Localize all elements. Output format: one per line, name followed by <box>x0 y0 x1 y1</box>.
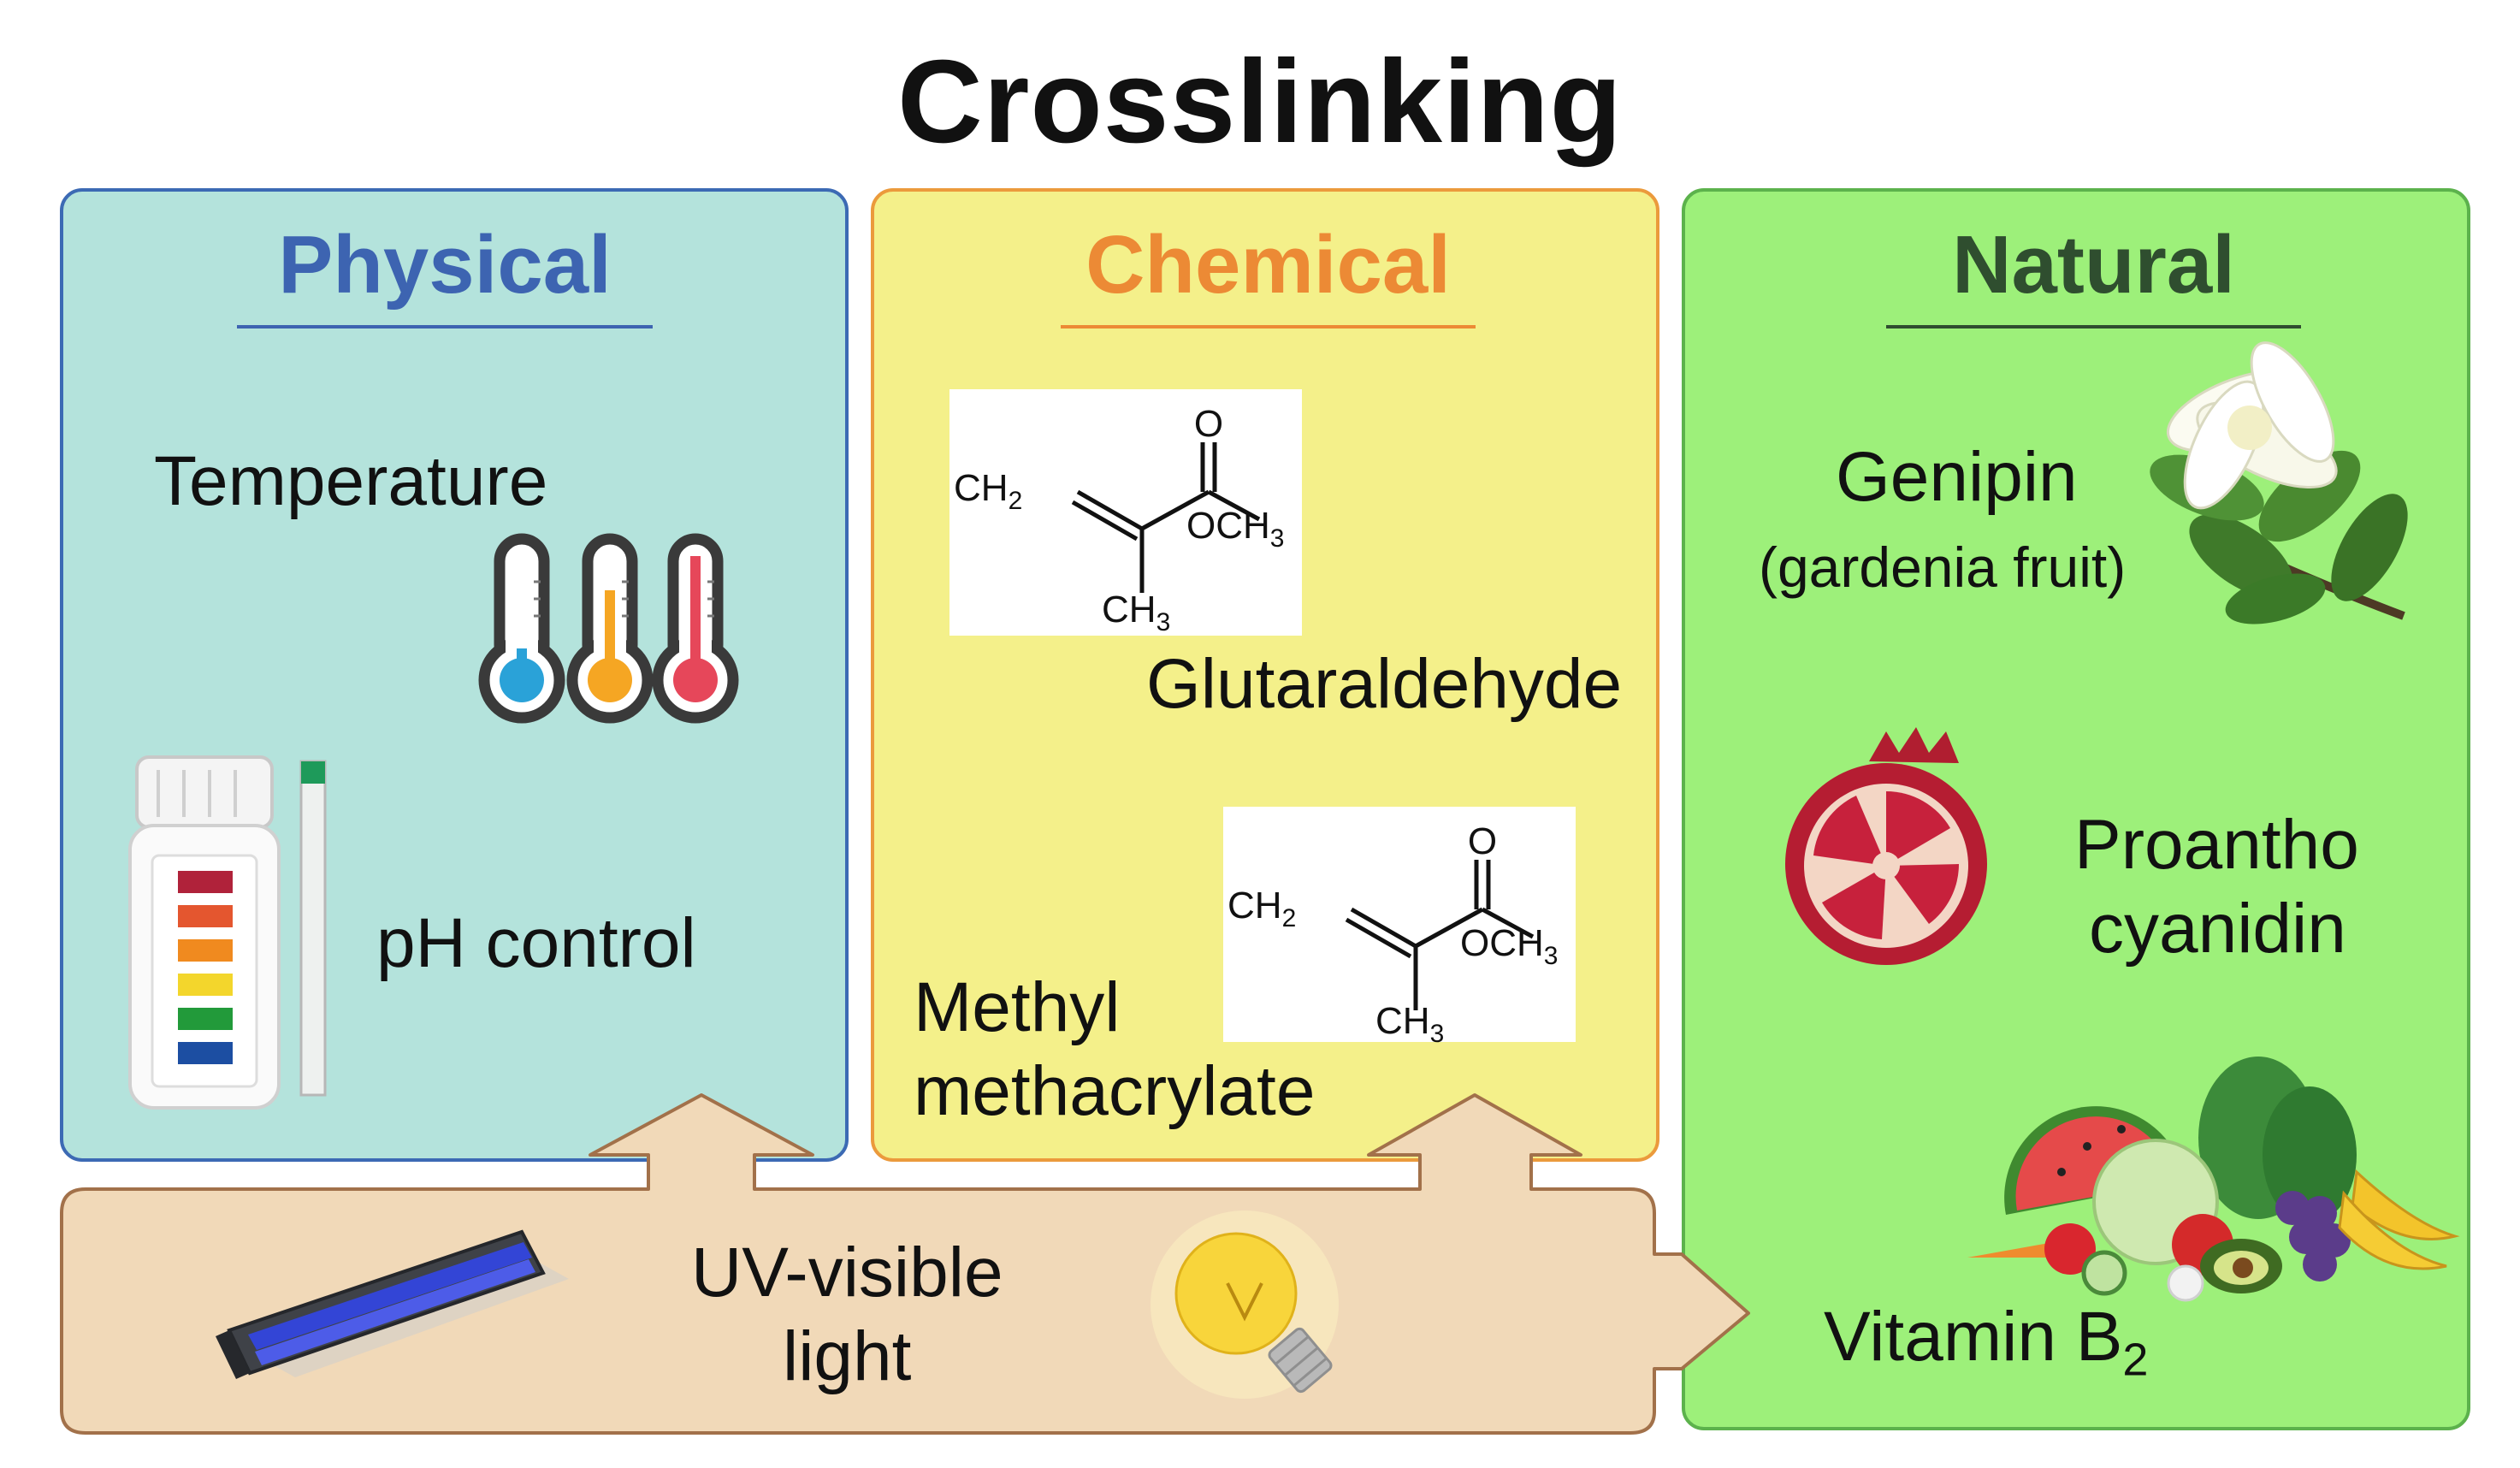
genipin-label: Genipin <box>1836 438 2078 516</box>
proanthocyanidin-label-line2: cyanidin <box>2089 890 2346 968</box>
chemical-heading: Chemical <box>1085 219 1451 311</box>
structure-och3: OCH <box>1186 505 1270 547</box>
structure-och3-sub: 3 <box>1270 524 1285 553</box>
svg-text:CH3: CH3 <box>1375 1000 1444 1048</box>
methyl-methacrylate-structure: O CH2 OCH3 CH3 <box>1223 807 1576 1048</box>
ph-test-strip-icon <box>299 760 327 1097</box>
structure-ch3: CH <box>1102 589 1156 630</box>
pomegranate-icon <box>1785 727 1987 965</box>
physical-heading: Physical <box>278 219 612 311</box>
svg-text:OCH3: OCH3 <box>1460 922 1558 970</box>
glutaraldehyde-structure: O CH2 OCH3 CH3 <box>949 389 1302 636</box>
uv-visible-label-line2: light <box>783 1317 912 1395</box>
proanthocyanidin-label-line1: Proantho <box>2074 806 2359 884</box>
genipin-source-label: (gardenia fruit) <box>1759 536 2127 599</box>
temperature-label: Temperature <box>154 442 548 520</box>
structure-ch3-sub: 3 <box>1156 608 1171 636</box>
page-title: Crosslinking <box>897 36 1623 168</box>
methyl-label: Methyl <box>914 968 1121 1046</box>
ph-strip-bottle-icon <box>128 755 281 1110</box>
ph-control-label: pH control <box>376 904 696 982</box>
uv-visible-label-line1: UV-visible <box>691 1234 1003 1311</box>
structure-ch2: CH <box>954 467 1009 509</box>
methacrylate-label: methacrylate <box>914 1052 1316 1130</box>
light-bulb-icon <box>1151 1211 1339 1399</box>
vitamin-b-subscript: 2 <box>2122 1334 2149 1386</box>
vitamin-b-text: Vitamin B <box>1824 1298 2123 1376</box>
svg-text:O: O <box>1468 820 1497 862</box>
natural-heading: Natural <box>1952 219 2235 311</box>
uv-lamp-icon <box>216 1229 569 1379</box>
glutaraldehyde-label: Glutaraldehyde <box>1146 645 1623 723</box>
fruits-vegetables-icon <box>1967 1057 2460 1302</box>
gardenia-flower-icon <box>2150 341 2408 624</box>
thermometer-cold-icon <box>484 539 559 718</box>
structure-o: O <box>1194 403 1223 445</box>
thermometer-warm-icon <box>572 539 648 718</box>
svg-text:CH2: CH2 <box>954 467 1022 515</box>
svg-text:CH3: CH3 <box>1102 589 1170 636</box>
vitamin-b2-label: Vitamin B2 <box>1824 1296 2148 1400</box>
thermometer-hot-icon <box>658 539 733 718</box>
structure-ch2-sub: 2 <box>1009 487 1023 515</box>
svg-text:CH2: CH2 <box>1227 885 1296 932</box>
svg-text:OCH3: OCH3 <box>1186 505 1284 553</box>
